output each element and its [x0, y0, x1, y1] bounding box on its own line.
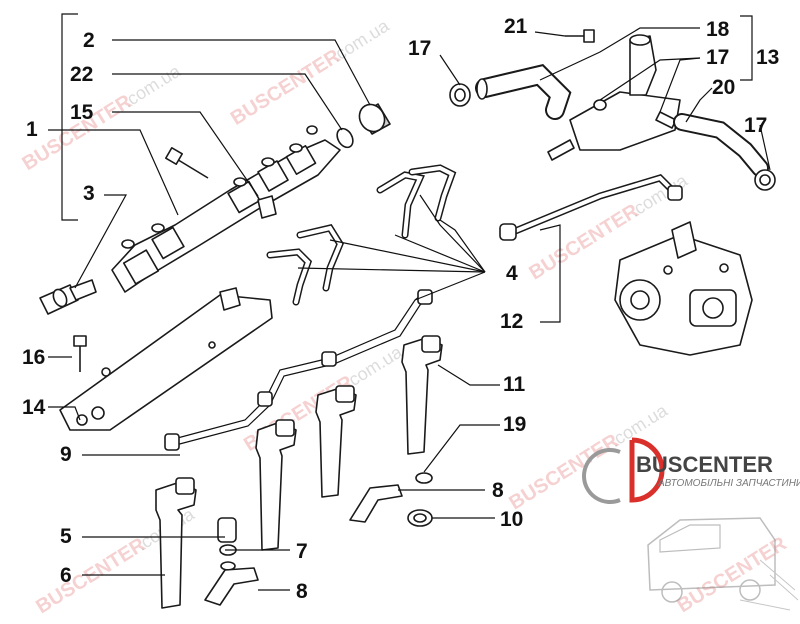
- callout-16: 16: [22, 346, 45, 369]
- callout-19: 19: [503, 413, 526, 436]
- callout-13: 13: [756, 46, 779, 69]
- washer-19: [415, 472, 433, 484]
- fuel-rail: [111, 125, 341, 293]
- leader-lines: [48, 27, 771, 591]
- watermark-domain: .com.ua: [606, 400, 672, 451]
- bolt-21: [565, 29, 595, 43]
- logo-mark: [629, 437, 665, 503]
- watermark-brand: BUSCENTER: [32, 533, 150, 618]
- callout-17-left: 17: [408, 37, 431, 60]
- callout-18: 18: [706, 18, 730, 41]
- buscenter-logo: BUSCENTER АВТОМОБІЛЬНІ ЗАПЧАСТИНИ: [582, 437, 800, 504]
- callout-8-upper: 8: [492, 479, 504, 502]
- hose-20: [673, 113, 769, 177]
- callout-2: 2: [83, 29, 95, 52]
- washer-7: [219, 544, 237, 571]
- callout-9: 9: [60, 443, 72, 466]
- pressure-sensor: [39, 279, 97, 315]
- callout-17-right: 17: [744, 114, 767, 137]
- bolt-15: [165, 147, 209, 179]
- return-line: [164, 289, 433, 451]
- bolt-16: [73, 335, 87, 372]
- callout-6: 6: [60, 564, 72, 587]
- callout-labels: 2 22 15 1 3 16 14 9 5 6 7 8 8 10 19 11 1…: [22, 15, 779, 603]
- callout-7: 7: [296, 540, 308, 563]
- injector-clamp-lower: [204, 567, 259, 606]
- watermark-brand: BUSCENTER: [673, 532, 791, 617]
- callout-1: 1: [26, 118, 38, 141]
- logo-mark-ring: [582, 448, 621, 504]
- callout-11: 11: [503, 373, 526, 396]
- callout-14: 14: [22, 396, 46, 419]
- injector-2: [255, 419, 297, 551]
- rail-plug: [336, 103, 391, 149]
- callout-21: 21: [504, 15, 528, 38]
- callout-10: 10: [500, 508, 523, 531]
- hose-clamps: [449, 83, 776, 191]
- watermark-domain: .com.ua: [119, 60, 185, 111]
- callout-12: 12: [500, 310, 523, 333]
- callout-17-center: 17: [706, 46, 729, 69]
- washer-10: [407, 509, 433, 527]
- sleeve-5: [217, 517, 237, 543]
- hose-18: [475, 63, 572, 120]
- watermark-domain: .com.ua: [328, 15, 394, 66]
- injector-pipes: [266, 164, 457, 306]
- callout-8-lower: 8: [296, 580, 308, 603]
- fuel-union: [547, 34, 681, 161]
- group-bracket-left: [61, 13, 78, 221]
- callout-22: 22: [70, 63, 93, 86]
- callout-20: 20: [712, 76, 735, 99]
- callout-15: 15: [70, 101, 94, 124]
- injector-4: [401, 335, 443, 455]
- callout-5: 5: [60, 525, 72, 548]
- logo-tagline: АВТОМОБІЛЬНІ ЗАПЧАСТИНИ: [657, 478, 800, 489]
- supply-pipe: [499, 174, 683, 241]
- callout-3: 3: [83, 182, 95, 205]
- watermark-brand: BUSCENTER: [227, 45, 345, 130]
- van-illustration: [647, 517, 799, 611]
- injector-1: [155, 477, 197, 609]
- rail-cover: [59, 287, 273, 431]
- injector-clamp-upper: [349, 484, 403, 523]
- callout-4: 4: [506, 262, 518, 285]
- logo-name: BUSCENTER: [636, 452, 773, 477]
- high-pressure-pump: [614, 221, 753, 356]
- injector-3: [315, 385, 357, 498]
- group-bracket-right: [740, 15, 753, 81]
